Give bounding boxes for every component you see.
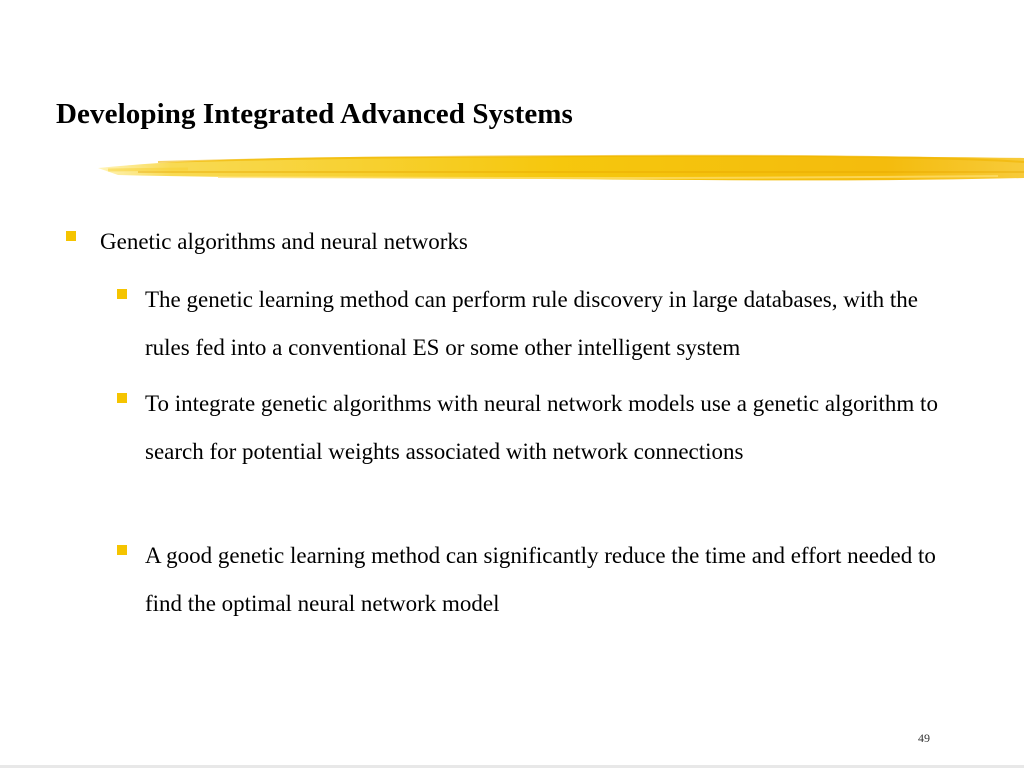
subbullet-marker: [117, 289, 127, 299]
bottom-rule: [0, 765, 1024, 768]
bullet-marker: [66, 231, 76, 241]
subbullet-marker: [117, 545, 127, 555]
slide-title: Developing Integrated Advanced Systems: [56, 98, 573, 130]
subbullet-marker: [117, 393, 127, 403]
subbullet-text: To integrate genetic algorithms with neu…: [145, 391, 938, 464]
page-number: 49: [918, 731, 930, 745]
subbullet-text: A good genetic learning method can signi…: [145, 543, 936, 616]
bullet-text: Genetic algorithms and neural networks: [100, 229, 468, 254]
subbullet-text: The genetic learning method can perform …: [145, 287, 918, 360]
title-brush-stroke: [98, 154, 1024, 181]
